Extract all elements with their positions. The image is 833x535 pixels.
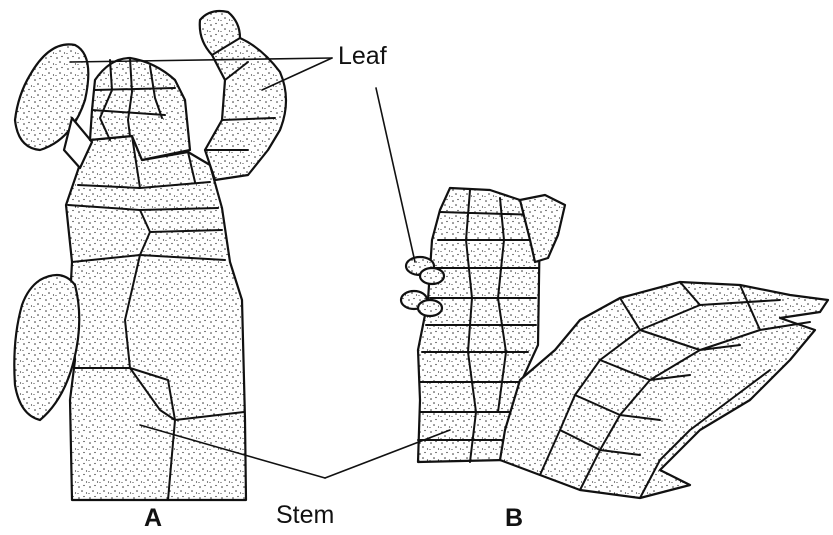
leaf-leader-line-b	[376, 88, 415, 262]
panel-b-drawing	[401, 188, 828, 498]
panel-a-drawing	[14, 11, 286, 500]
panel-a-label: A	[144, 504, 162, 532]
stem-label: Stem	[276, 501, 334, 529]
leaf-b-bud-middle	[420, 268, 444, 284]
stem-a	[66, 136, 246, 500]
leaf-b-large	[500, 282, 828, 498]
leaf-b-bud-lower-2	[418, 300, 442, 316]
leaf-label: Leaf	[338, 42, 387, 70]
leaf-a-upper-right	[200, 11, 286, 180]
panel-b-label: B	[505, 504, 523, 532]
